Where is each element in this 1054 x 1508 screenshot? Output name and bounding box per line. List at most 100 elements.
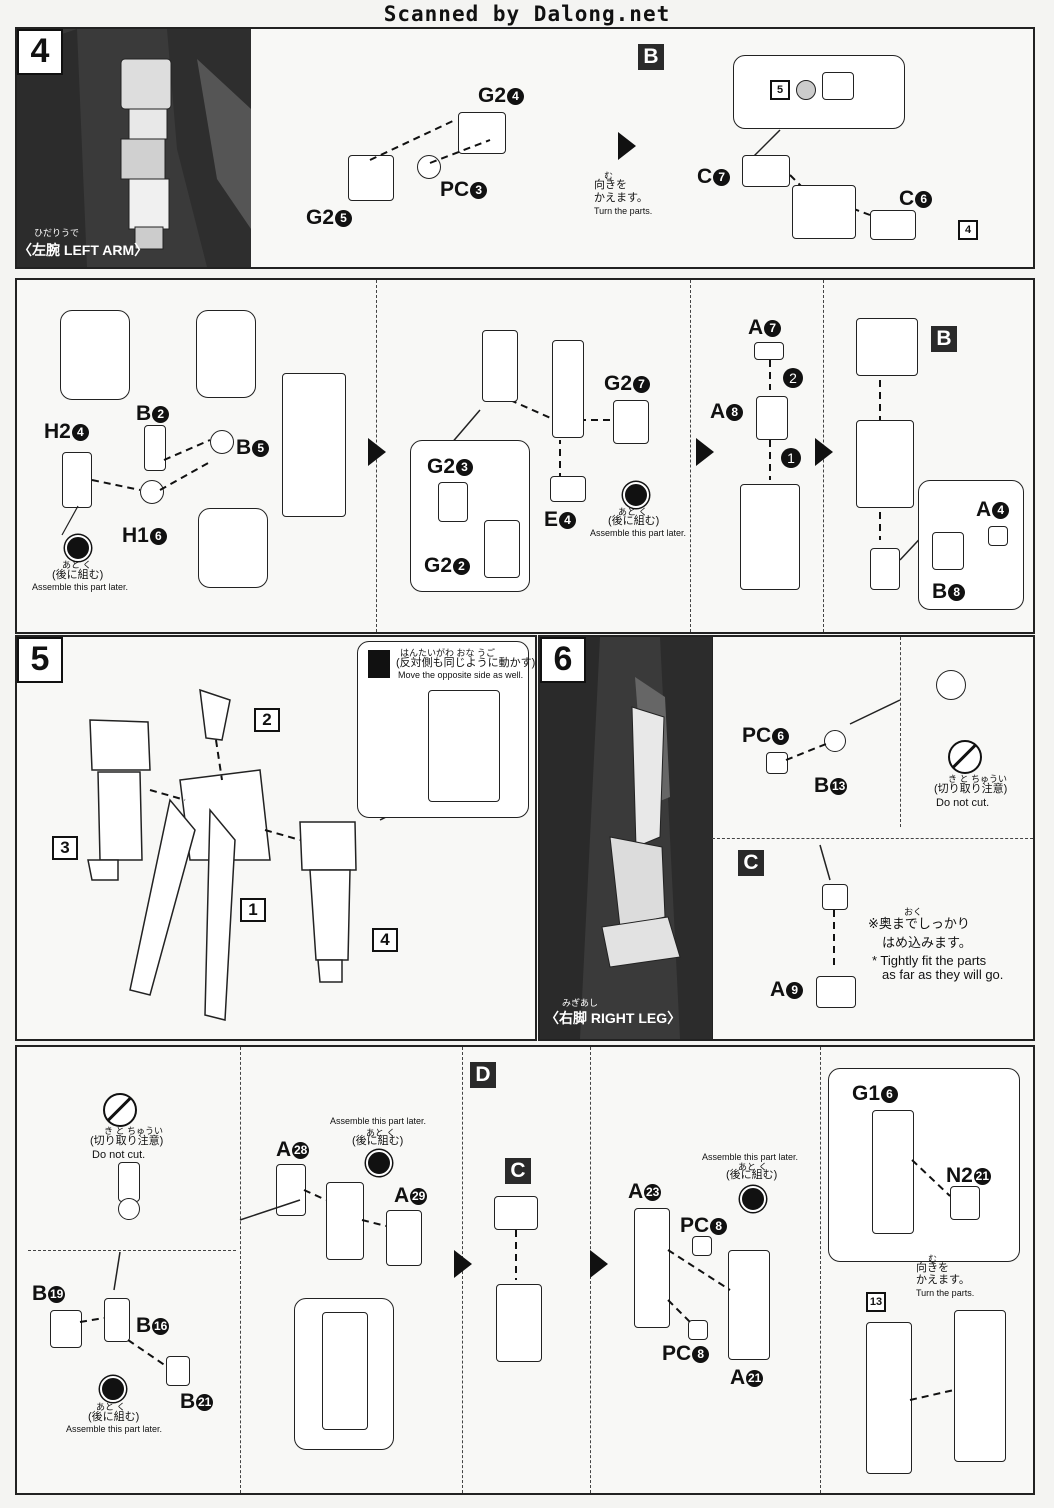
detail-bubble (198, 508, 268, 588)
tight-note-en1: * Tightly fit the parts (872, 953, 987, 968)
detail-bubble (828, 1068, 1020, 1262)
left-arm-ruby: ひだりうで (34, 228, 80, 238)
detail-bubble (60, 310, 130, 400)
part-inner-frame (552, 340, 584, 438)
later-note-en: Assemble this part later. (66, 1424, 163, 1434)
part-assembled-frame (282, 373, 346, 517)
ref-box-3: 3 (52, 836, 78, 860)
divider (712, 838, 1033, 839)
part-g2-2 (484, 520, 520, 578)
right-leg-illustration (540, 637, 712, 1039)
part-b-2 (144, 425, 166, 471)
divider (690, 280, 691, 632)
part-c-6 (870, 210, 916, 240)
tight-note-en2: as far as they will go. (882, 967, 1004, 982)
part-c-joint (494, 1196, 538, 1230)
part-hip-frame (326, 1182, 364, 1260)
part-b-19 (50, 1310, 82, 1348)
step-number-5: 5 (17, 637, 63, 683)
part-pc-3 (417, 155, 441, 179)
part-ring (118, 1198, 140, 1220)
part-g2-5 (348, 155, 394, 201)
part-g2-4 (458, 112, 506, 154)
part-upper-arm (740, 484, 800, 590)
later-note-jp: (後に組む) (88, 1411, 140, 1423)
part-a-8 (756, 396, 788, 440)
part-h2-4 (62, 452, 92, 508)
step-number-4: 4 (17, 29, 63, 75)
part-c-7 (742, 155, 790, 187)
nocut-note-en: Do not cut. (92, 1149, 146, 1161)
turn-note-ruby: む (604, 171, 614, 181)
tight-note-jp2: はめ込みます。 (882, 935, 972, 950)
later-note-en: Assemble this part later. (590, 528, 687, 538)
tight-note-jp1: ※奥までしっかり (868, 916, 970, 931)
tight-ruby: おく (904, 907, 923, 917)
flow-arrow (696, 438, 714, 466)
part-arm-block (856, 318, 918, 376)
later-note-jp: (後に組む) (52, 569, 104, 581)
nocut-ruby: き と ちゅうい (104, 1126, 164, 1136)
turn-note-jp2: かえます。 (916, 1274, 970, 1286)
later-ruby: あと く (62, 560, 92, 570)
later-note-en: Assemble this part later. (330, 1116, 427, 1126)
row-step-6-continued (15, 1045, 1035, 1495)
turn-note-jp2: かえます。 (594, 192, 648, 204)
later-note-jp: (後に組む) (608, 515, 660, 527)
part-a-7 (754, 342, 784, 360)
later-ruby: あと く (96, 1402, 126, 1412)
part-arm-assembly (856, 420, 914, 508)
part-pc-8 (692, 1236, 712, 1256)
nocut-note-jp: (切り取り注意) (90, 1135, 164, 1147)
part-a-23 (634, 1208, 670, 1328)
part-b-21 (166, 1356, 190, 1386)
ref-box-5: 5 (770, 80, 790, 100)
part-shin-front (866, 1322, 912, 1474)
sub-label-d: D (470, 1062, 496, 1088)
nocut-note-jp: (切り取り注意) (934, 783, 1008, 795)
part-frame-detail (322, 1312, 368, 1430)
nocut-note-en: Do not cut. (936, 797, 990, 809)
order-2: 2 (783, 368, 803, 388)
later-note-jp: (後に組む) (352, 1135, 404, 1147)
divider (240, 1047, 241, 1493)
right-leg-caption: 〈右脚 RIGHT LEG〉 (545, 1010, 682, 1026)
divider (900, 637, 901, 827)
detail-bubble (196, 310, 256, 398)
part-arm-block (792, 185, 856, 239)
part-pc-6 (766, 752, 788, 774)
part-b-13 (824, 730, 846, 752)
later-ruby: あと く (366, 1128, 396, 1138)
move-icon (368, 650, 390, 678)
ref-box-2: 2 (254, 708, 280, 732)
part-a-28 (276, 1164, 306, 1216)
ref-box-1: 1 (240, 898, 266, 922)
assemble-later-mark (366, 1150, 392, 1176)
part-b-8 (932, 532, 964, 570)
left-arm-illustration (17, 29, 251, 267)
part-b-13-detail (936, 670, 966, 700)
order-1: 1 (781, 448, 801, 468)
nocut-ruby: き と ちゅうい (948, 774, 1008, 784)
gate-mark (796, 80, 816, 100)
part-arm-detail (428, 690, 500, 802)
part-shin-back (954, 1310, 1006, 1462)
part-b-5 (210, 430, 234, 454)
